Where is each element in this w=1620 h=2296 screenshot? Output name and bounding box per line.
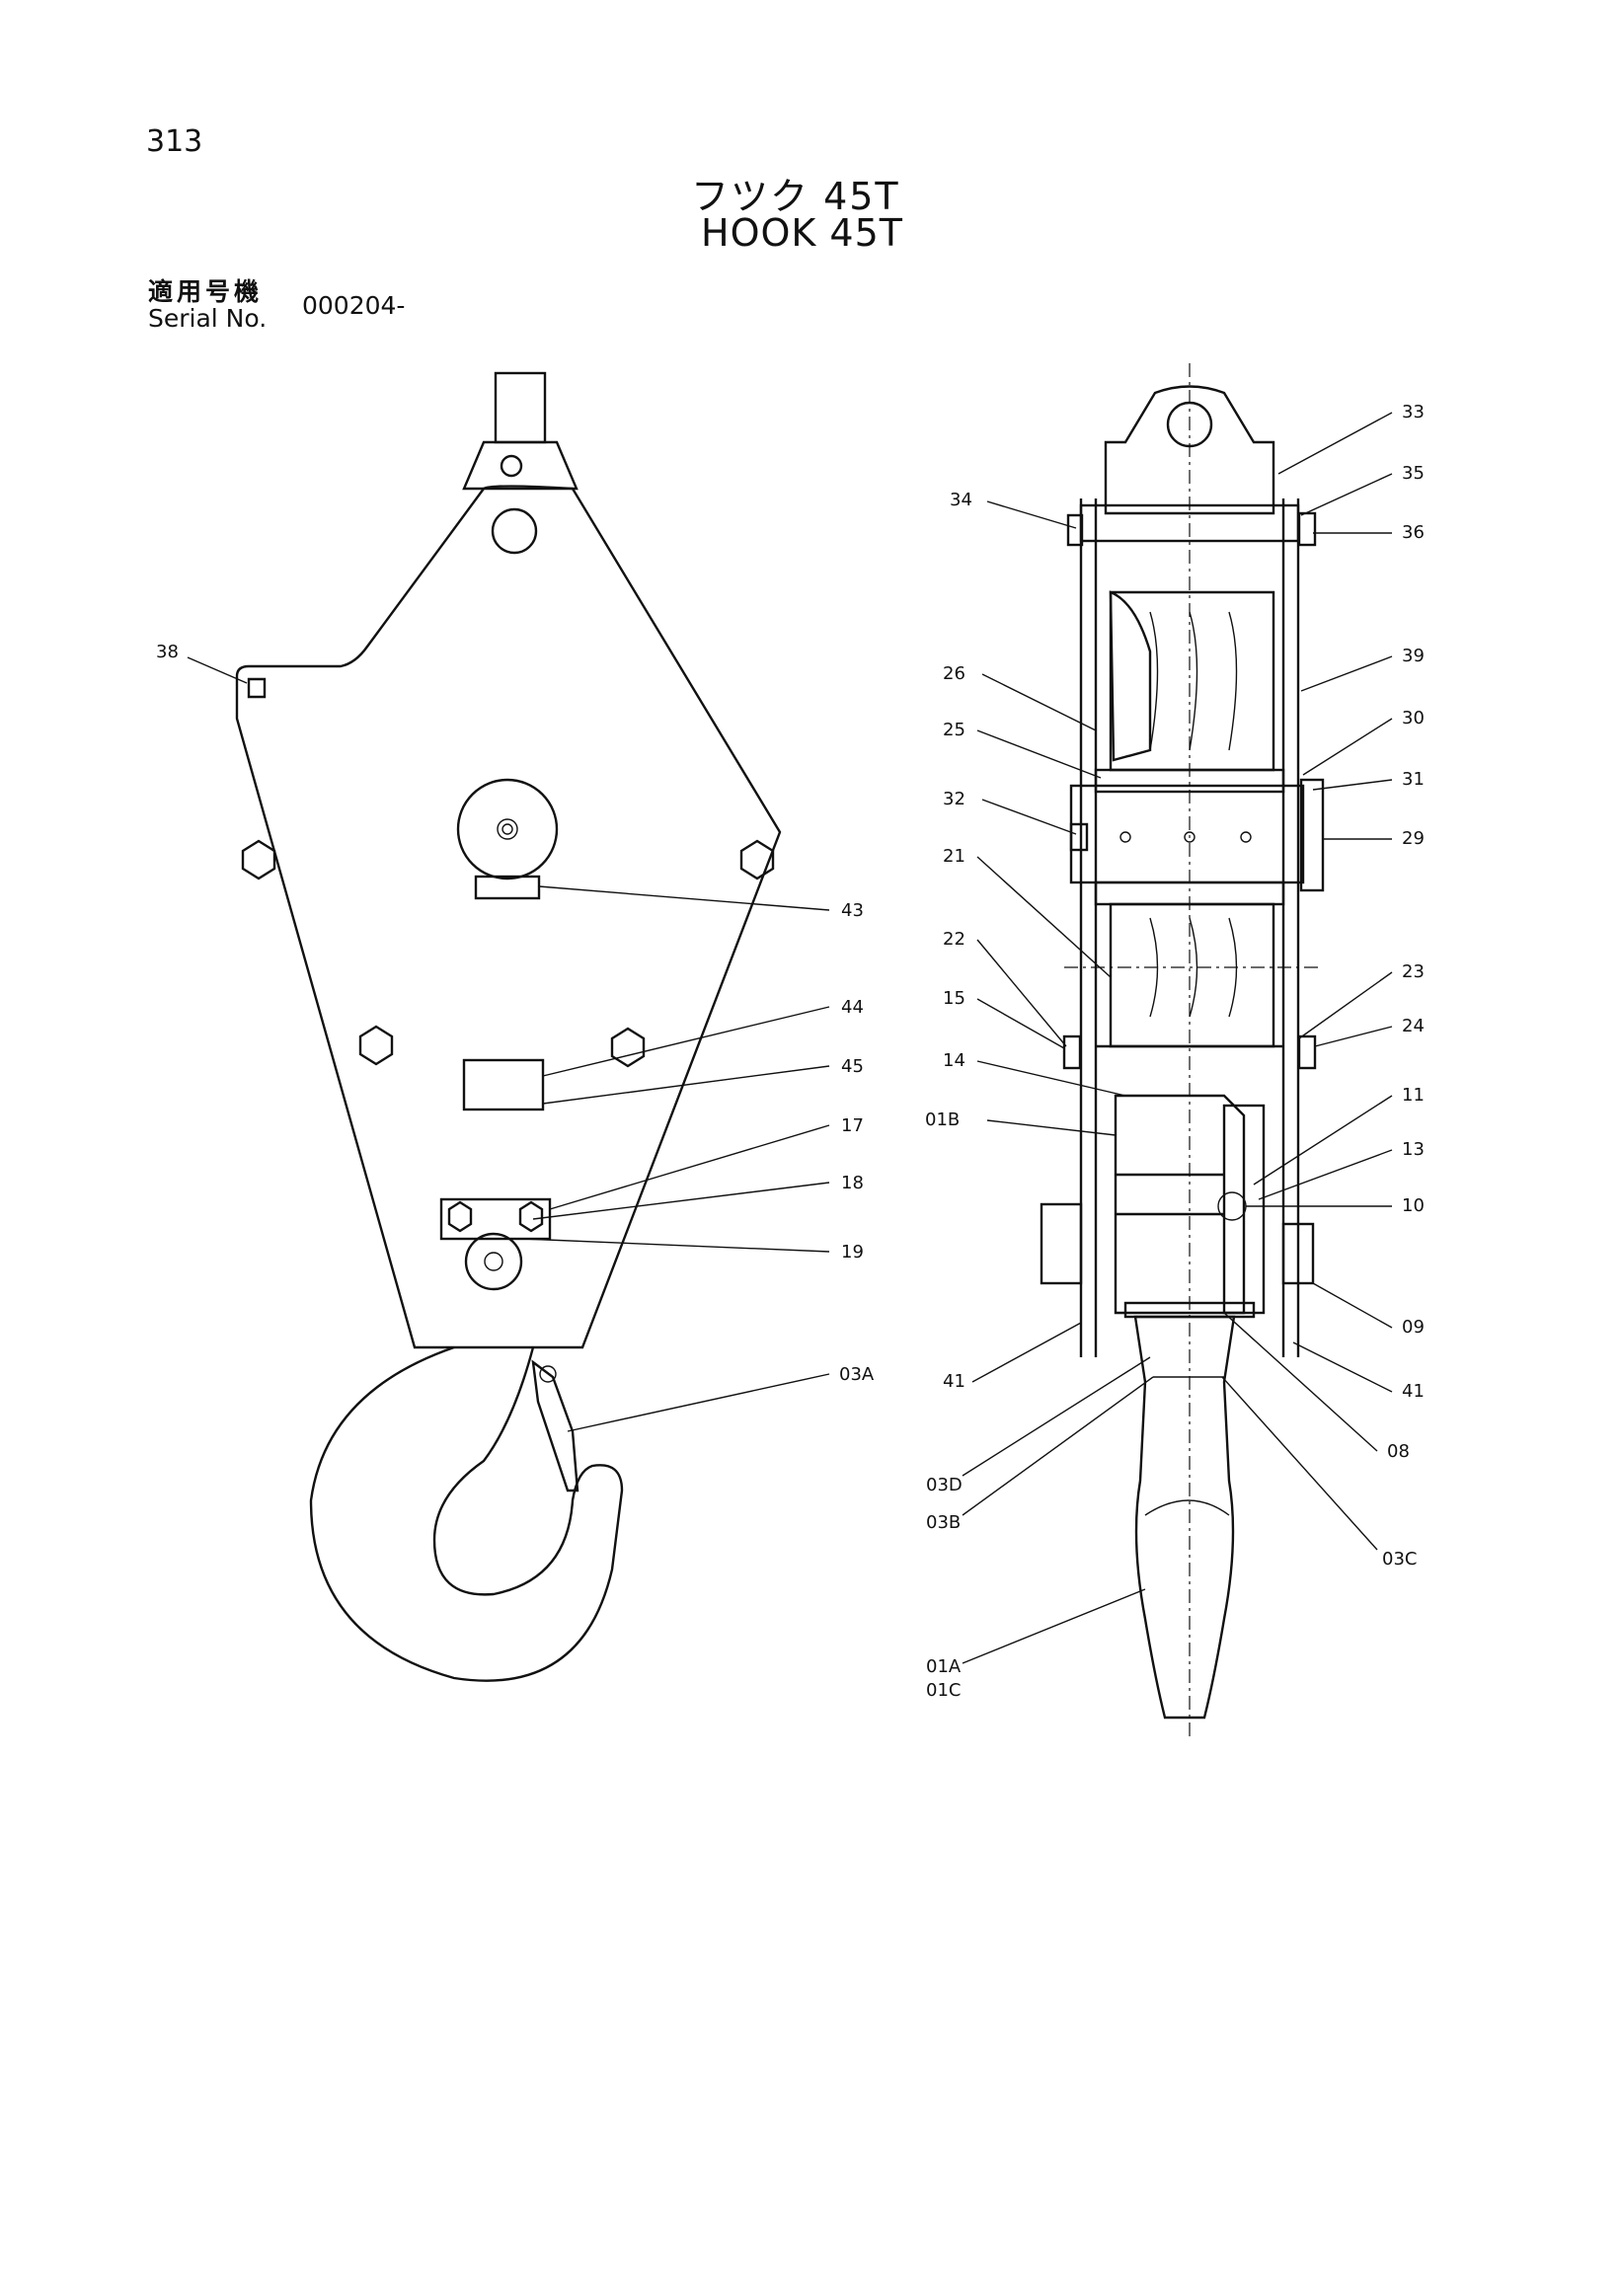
side-handle-left [1040, 1202, 1083, 1285]
pin-nut-36 [1297, 511, 1317, 547]
lock-bolt-32 [1069, 822, 1089, 852]
page-title-japanese: フツク 45T [691, 175, 900, 218]
side-handle-right-09 [1281, 1222, 1315, 1285]
callout-08: 08 [1387, 1441, 1410, 1462]
serial-number-value: 000204- [302, 291, 406, 320]
thrust-bearing-10 [1217, 1191, 1247, 1221]
callout-24: 24 [1402, 1016, 1425, 1036]
page-number: 313 [146, 124, 203, 159]
bolt-24 [1297, 1034, 1317, 1070]
bearing-row-25 [1094, 768, 1285, 794]
sheave-grooves-upper [1149, 611, 1238, 751]
side-plate [235, 485, 782, 1349]
callout-32: 32 [943, 789, 965, 809]
callout-22: 22 [943, 929, 965, 950]
callout-26: 26 [943, 663, 965, 684]
callout-03A: 03A [839, 1364, 875, 1385]
bolt-hex-left [241, 839, 276, 880]
callout-17: 17 [841, 1115, 864, 1136]
callout-33: 33 [1402, 402, 1425, 422]
top-fitting-hole [1166, 401, 1213, 448]
callout-30: 30 [1402, 708, 1425, 728]
sheave-axle-center [501, 823, 513, 835]
lower-nut-center [484, 1252, 503, 1271]
hook-block-front-view [235, 371, 782, 1682]
callout-31: 31 [1402, 769, 1425, 790]
callout-18: 18 [841, 1173, 864, 1193]
callout-14: 14 [943, 1050, 965, 1071]
callout-03D: 03D [926, 1475, 963, 1495]
top-pin-hole [500, 454, 523, 478]
serial-label-english: Serial No. [148, 304, 268, 333]
serial-label-japanese: 適用号機 [148, 277, 264, 306]
callout-44: 44 [841, 997, 864, 1018]
callout-layer: 38 43 44 45 17 18 19 03A 33 35 36 39 30 … [156, 402, 1425, 1701]
center-shaft-21 [1069, 784, 1305, 884]
callout-25: 25 [943, 720, 965, 740]
shaft-hole-2 [1184, 831, 1196, 843]
callout-10: 10 [1402, 1195, 1425, 1216]
sheave-grooves-lower [1149, 917, 1238, 1018]
callout-15: 15 [943, 988, 965, 1009]
bolt-hex-mid-right [610, 1027, 646, 1068]
bolt-hex-right [739, 839, 775, 880]
shaft-hole-1 [1119, 831, 1131, 843]
callout-41-left: 41 [943, 1371, 965, 1392]
lower-nut-19 [464, 1232, 523, 1291]
callout-01C: 01C [926, 1680, 961, 1701]
callout-23: 23 [1402, 961, 1425, 982]
hook-latch-03A [531, 1359, 579, 1492]
callout-39: 39 [1402, 646, 1425, 666]
hook-block-section-view [1040, 363, 1325, 1737]
callout-43: 43 [841, 900, 864, 921]
page-title-english: HOOK 45T [701, 211, 903, 255]
callout-19: 19 [841, 1242, 864, 1263]
callout-11: 11 [1402, 1085, 1425, 1106]
sheave-hub [456, 778, 559, 880]
upper-sheave-1 [1109, 590, 1152, 762]
name-plate-43 [474, 875, 541, 900]
callout-35: 35 [1402, 463, 1425, 484]
callout-36: 36 [1402, 522, 1425, 543]
callout-13: 13 [1402, 1139, 1425, 1160]
top-shackle [494, 371, 547, 444]
bearing-housing [1222, 1104, 1266, 1315]
callout-45: 45 [841, 1056, 864, 1077]
callout-03B: 03B [926, 1512, 961, 1533]
lock-bolt-left [447, 1200, 473, 1233]
latch-pin [539, 1365, 557, 1383]
bolt-hex-mid-left [358, 1025, 394, 1066]
hook-body [309, 1345, 624, 1682]
callout-01B: 01B [925, 1110, 960, 1130]
lock-bolt-right [518, 1200, 544, 1233]
caution-plate-44 [462, 1058, 545, 1111]
callout-09: 09 [1402, 1317, 1425, 1338]
upper-pin-hole [491, 507, 538, 555]
callout-21: 21 [943, 846, 965, 867]
bolt-15 [1062, 1034, 1082, 1070]
callout-41-right: 41 [1402, 1381, 1425, 1402]
hook-shank-01A [1133, 1315, 1236, 1720]
grease-nipple-38 [247, 677, 267, 699]
top-bracket [462, 440, 579, 491]
hook-shank-ridge [1144, 1499, 1230, 1516]
callout-38: 38 [156, 642, 179, 662]
sheave-axle [497, 818, 518, 840]
callout-29: 29 [1402, 828, 1425, 849]
callout-34: 34 [950, 490, 972, 510]
callout-03C: 03C [1382, 1549, 1417, 1569]
callout-01A: 01A [926, 1656, 962, 1677]
lock-plate-17 [439, 1197, 552, 1241]
shaft-hole-3 [1240, 831, 1252, 843]
shaft-end-plate-29 [1299, 778, 1325, 892]
top-fitting [1104, 385, 1275, 515]
